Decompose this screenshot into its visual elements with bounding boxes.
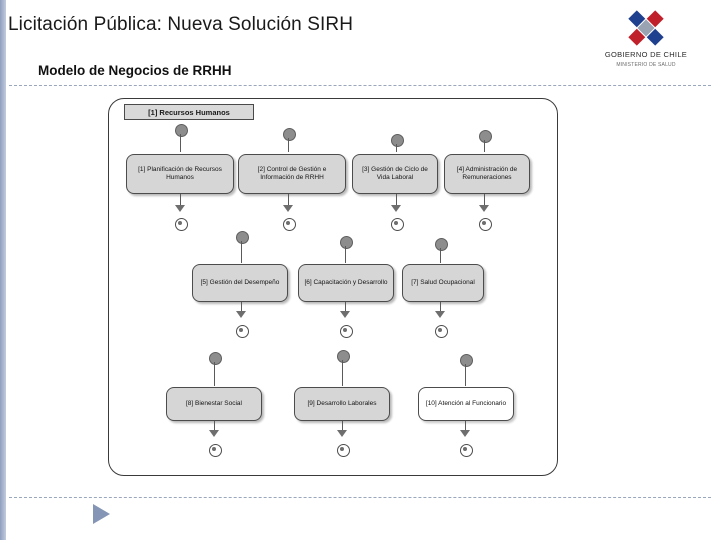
connector-dot: [435, 238, 448, 251]
connector-line: [396, 144, 397, 152]
connector-line: [180, 134, 181, 152]
end-event-icon: [236, 325, 249, 338]
connector-line: [396, 194, 397, 208]
process-node[interactable]: [1] Planificación de Recursos Humanos: [126, 154, 234, 194]
end-event-icon: [209, 444, 222, 457]
connector-line: [440, 302, 441, 314]
arrow-down-icon: [283, 205, 293, 212]
arrow-down-icon: [337, 430, 347, 437]
section-subtitle: Modelo de Negocios de RRHH: [38, 63, 232, 78]
connector-line: [465, 364, 466, 386]
end-event-icon: [479, 218, 492, 231]
process-node[interactable]: [5] Gestión del Desempeño: [192, 264, 288, 302]
page-title: Licitación Pública: Nueva Solución SIRH: [8, 14, 354, 35]
process-node[interactable]: [9] Desarrollo Laborales: [294, 387, 390, 421]
connector-line: [288, 194, 289, 208]
connector-line: [214, 362, 215, 386]
arrow-down-icon: [209, 430, 219, 437]
connector-dot: [283, 128, 296, 141]
arrow-down-icon: [236, 311, 246, 318]
connector-line: [484, 194, 485, 208]
gobierno-de-chile-logo: GOBIERNO DE CHILE MINISTERIO DE SALUD: [586, 8, 706, 74]
connector-line: [241, 302, 242, 314]
end-event-icon: [283, 218, 296, 231]
connector-line: [345, 302, 346, 314]
connector-dot: [175, 124, 188, 137]
connector-dot: [479, 130, 492, 143]
left-accent-bar: [0, 0, 6, 540]
end-event-icon: [391, 218, 404, 231]
connector-line: [440, 248, 441, 263]
arrow-down-icon: [391, 205, 401, 212]
logo-mark-icon: [628, 10, 664, 46]
end-event-icon: [340, 325, 353, 338]
end-event-icon: [175, 218, 188, 231]
process-node[interactable]: [10] Atención al Funcionario: [418, 387, 514, 421]
end-event-icon: [337, 444, 350, 457]
connector-line: [180, 194, 181, 208]
process-node[interactable]: [7] Salud Ocupacional: [402, 264, 484, 302]
process-node[interactable]: [4] Administración de Remuneraciones: [444, 154, 530, 194]
connector-line: [342, 421, 343, 433]
process-node[interactable]: [8] Bienestar Social: [166, 387, 262, 421]
connector-line: [465, 421, 466, 433]
connector-line: [288, 138, 289, 152]
connector-dot: [236, 231, 249, 244]
logo-line-2: MINISTERIO DE SALUD: [616, 62, 676, 68]
arrow-down-icon: [460, 430, 470, 437]
end-event-icon: [435, 325, 448, 338]
process-node[interactable]: [3] Gestión de Ciclo de Vida Laboral: [352, 154, 438, 194]
end-event-icon: [460, 444, 473, 457]
connector-line: [345, 246, 346, 263]
divider-bottom: [9, 497, 711, 498]
connector-dot: [337, 350, 350, 363]
diagram-section-header: [1] Recursos Humanos: [124, 104, 254, 120]
business-model-diagram: [1] Recursos Humanos [1] Planificación d…: [108, 98, 560, 478]
process-node[interactable]: [2] Control de Gestión e Información de …: [238, 154, 346, 194]
connector-dot: [340, 236, 353, 249]
connector-line: [342, 360, 343, 386]
connector-line: [241, 241, 242, 263]
connector-line: [214, 421, 215, 433]
logo-line-1: GOBIERNO DE CHILE: [604, 50, 688, 59]
connector-dot: [391, 134, 404, 147]
arrow-down-icon: [175, 205, 185, 212]
connector-line: [484, 140, 485, 152]
connector-dot: [460, 354, 473, 367]
arrow-down-icon: [479, 205, 489, 212]
arrow-down-icon: [435, 311, 445, 318]
logo-caption: GOBIERNO DE CHILE MINISTERIO DE SALUD: [586, 50, 706, 70]
connector-dot: [209, 352, 222, 365]
next-arrow-icon[interactable]: [93, 504, 110, 524]
process-node[interactable]: [6] Capacitación y Desarrollo: [298, 264, 394, 302]
arrow-down-icon: [340, 311, 350, 318]
divider-top: [9, 85, 711, 86]
